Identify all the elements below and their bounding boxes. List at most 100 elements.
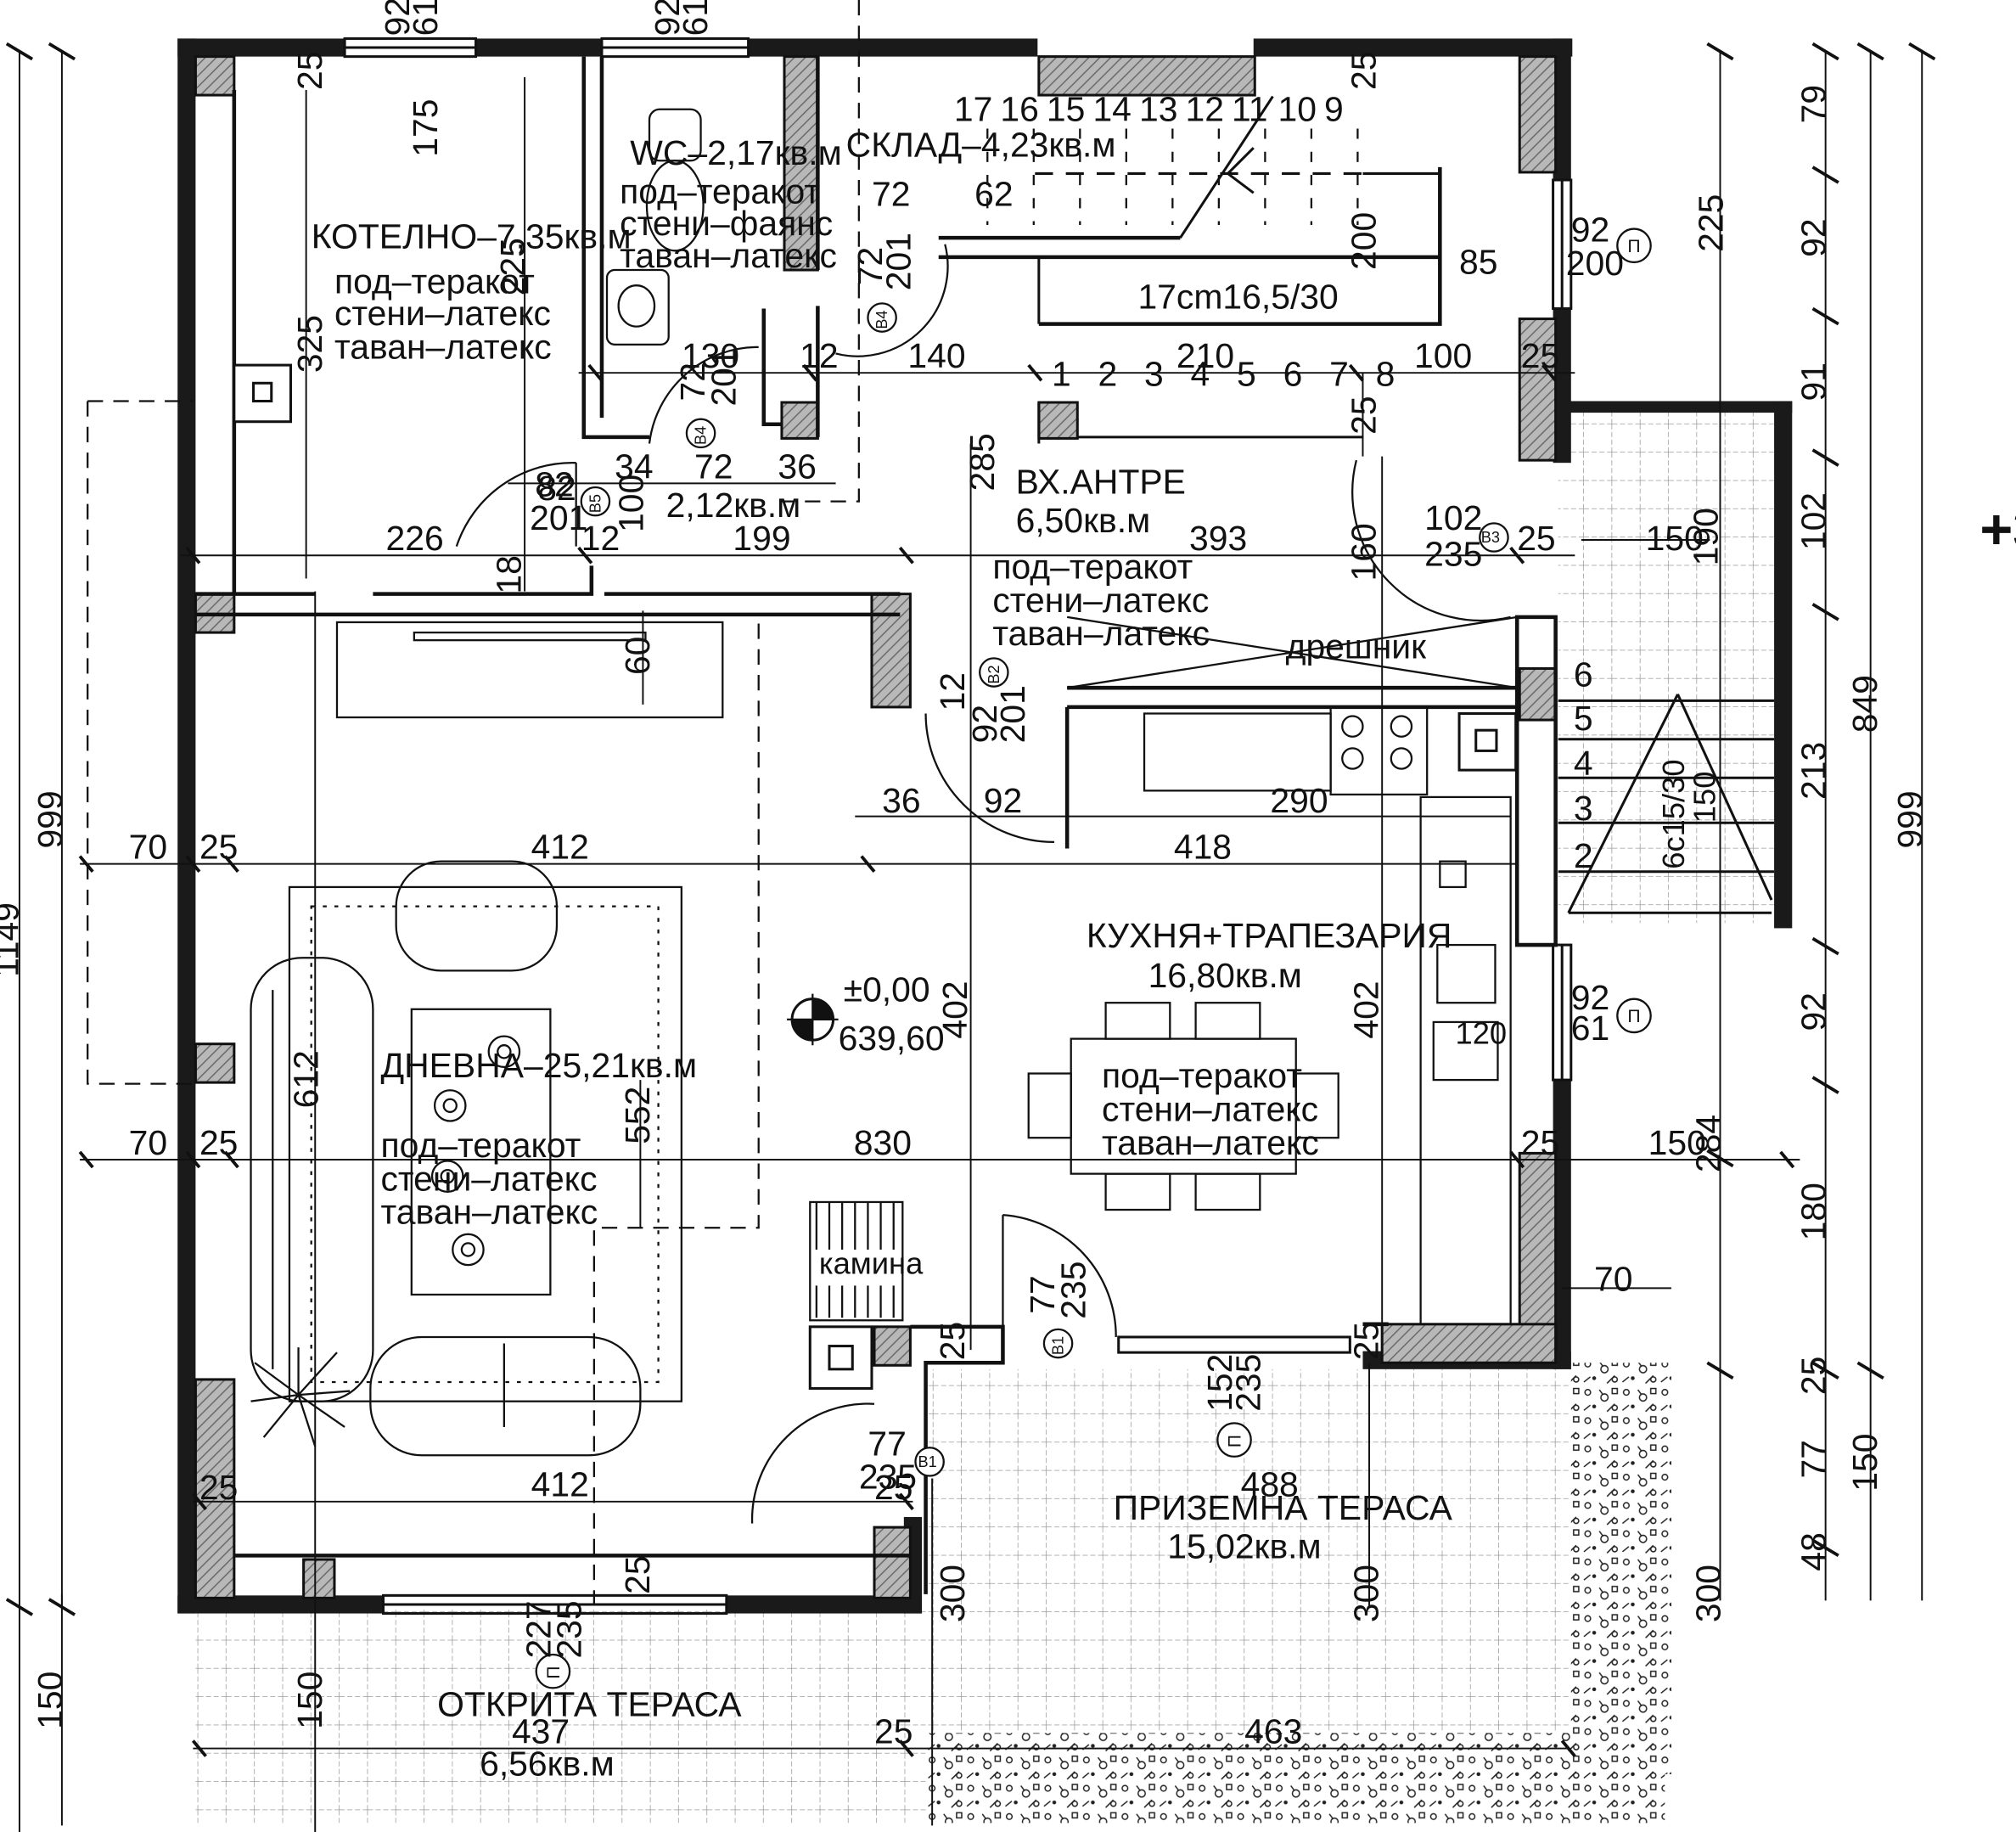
dim-12: 12 bbox=[933, 672, 972, 711]
dim-row-e: 412 bbox=[531, 828, 589, 867]
dim-row-a: 12 bbox=[800, 336, 838, 375]
finish-walls: стени–латекс bbox=[992, 581, 1209, 620]
finish-floor: под–теракот bbox=[380, 1126, 581, 1165]
dim-150: 150 bbox=[290, 1672, 329, 1729]
dim-200: 200 bbox=[1345, 212, 1384, 270]
door-width: 72 bbox=[673, 362, 712, 401]
dim-row-f: 150 bbox=[1648, 1123, 1706, 1162]
marker-b4: В4 bbox=[867, 302, 897, 333]
entry-terrace-floor bbox=[1558, 408, 1783, 924]
dim-row-d: 92 bbox=[984, 781, 1022, 820]
door-width: 227 bbox=[519, 1600, 558, 1658]
door-height: 235 bbox=[550, 1600, 589, 1658]
dim-row-h: 437 bbox=[512, 1712, 570, 1751]
svg-text:П: П bbox=[1627, 237, 1640, 256]
dim-25: 25 bbox=[618, 1555, 657, 1593]
room-name-ground-terrace: ПРИЗЕМНА ТЕРАСА bbox=[1114, 1488, 1453, 1527]
dim-300: 300 bbox=[933, 1565, 972, 1622]
room-name-dreshnik: дрешник bbox=[1286, 627, 1428, 666]
finish-floor: под–теракот bbox=[1102, 1056, 1302, 1095]
door-height: 235 bbox=[859, 1458, 917, 1497]
stair-number: 5 bbox=[1237, 354, 1256, 393]
door-width: 72 bbox=[851, 247, 890, 285]
room-area-kitchen: 16,80кв.м bbox=[1148, 956, 1302, 995]
room-name-sklad: СКЛАД–4,23кв.м bbox=[846, 126, 1116, 165]
window-width: 92 bbox=[648, 0, 687, 36]
door-width: 82 bbox=[535, 465, 573, 504]
room-name-open-terrace: ОТКРИТА ТЕРАСА bbox=[437, 1685, 742, 1724]
dim-row-c: 12 bbox=[581, 519, 620, 558]
dimension-ticks bbox=[5, 42, 1936, 1757]
stair-number: 15 bbox=[1047, 89, 1085, 128]
dim-612: 612 bbox=[286, 1050, 325, 1108]
dimension-texts: 1149 999 150 150 999 849 150 79 92 91 10… bbox=[0, 52, 1929, 1751]
room-area-antre: 6,50кв.м bbox=[1016, 501, 1151, 540]
dim-62: 62 bbox=[974, 174, 1013, 213]
door-height: 201 bbox=[993, 685, 1032, 743]
dim-300: 300 bbox=[1347, 1565, 1386, 1622]
room-area-ground-terrace: 15,02кв.м bbox=[1167, 1526, 1321, 1565]
dim-row-g: 488 bbox=[1241, 1465, 1299, 1504]
edge-mark: +3 bbox=[1979, 499, 2016, 562]
marker-b2: В2 bbox=[979, 657, 1009, 688]
dim-row-f: 25 bbox=[1521, 1123, 1559, 1162]
dim-row-c: 226 bbox=[386, 519, 444, 558]
marker-b1: В1 bbox=[914, 1447, 945, 1477]
dim-402: 402 bbox=[1347, 981, 1386, 1038]
dim-325: 325 bbox=[290, 315, 329, 373]
dim-row-a: 140 bbox=[907, 336, 965, 375]
marker-b4: В4 bbox=[685, 418, 716, 449]
door-markers: В4 В4 В5 В3 В2 В1 В1 П П П П bbox=[535, 228, 1652, 1689]
stair-number: 17 bbox=[954, 89, 992, 128]
dim-row-d: 290 bbox=[1270, 781, 1328, 820]
marker-b5: В5 bbox=[580, 486, 611, 517]
open-terrace-floor bbox=[195, 1610, 936, 1824]
stair-number: 2 bbox=[1098, 354, 1118, 393]
outside-stair-side: 150 bbox=[1687, 772, 1721, 823]
svg-text:П: П bbox=[1226, 1435, 1245, 1447]
stair-number: 12 bbox=[1185, 89, 1223, 128]
dim-row-a: 130 bbox=[682, 336, 739, 375]
svg-text:В1: В1 bbox=[918, 1453, 936, 1470]
stair-number: 10 bbox=[1278, 89, 1317, 128]
ground-terrace-floor bbox=[925, 1368, 1595, 1756]
dim-row-c: 393 bbox=[1189, 519, 1247, 558]
door-width: 77 bbox=[1023, 1275, 1062, 1313]
stair-label: 17cm16,5/30 bbox=[1137, 277, 1338, 316]
door-height: 235 bbox=[1228, 1354, 1267, 1412]
window-height: 61 bbox=[1571, 1009, 1609, 1048]
dim-552: 552 bbox=[618, 1087, 657, 1144]
dim-row-c: 150 bbox=[1646, 519, 1704, 558]
dim-25: 25 bbox=[933, 1322, 972, 1360]
wall-fills bbox=[194, 55, 1558, 1599]
finish-walls: стени–латекс bbox=[1102, 1090, 1318, 1129]
door-height: 201 bbox=[704, 348, 743, 406]
dim-25: 25 bbox=[290, 52, 329, 90]
finish-walls: стени–латекс bbox=[334, 294, 551, 333]
dim-70: 70 bbox=[1594, 1259, 1632, 1298]
dim-402: 402 bbox=[935, 981, 974, 1038]
dim-row-b: 82 bbox=[537, 469, 576, 508]
door-width: 152 bbox=[1200, 1354, 1239, 1412]
ducts bbox=[233, 363, 1518, 1391]
finish-floor: под–теракот bbox=[334, 261, 535, 301]
dim-chain: 25 bbox=[1794, 1357, 1833, 1395]
svg-text:В5: В5 bbox=[587, 494, 604, 513]
outside-step-number: 4 bbox=[1574, 744, 1593, 783]
window-width: 92 bbox=[1571, 211, 1609, 250]
outside-step-number: 3 bbox=[1574, 789, 1593, 828]
dim-284: 284 bbox=[1688, 1115, 1727, 1172]
dim-row-g: 412 bbox=[531, 1465, 589, 1504]
svg-text:В3: В3 bbox=[1481, 529, 1500, 546]
room-area-open-terrace: 6,56кв.м bbox=[480, 1744, 615, 1783]
svg-text:В2: В2 bbox=[986, 665, 1002, 683]
dim-row-f: 830 bbox=[854, 1123, 912, 1162]
finish-ceiling: таван–латекс bbox=[334, 328, 552, 367]
stair-number: 9 bbox=[1324, 89, 1344, 128]
marker-p: П bbox=[1616, 228, 1652, 264]
dim-85: 85 bbox=[1459, 243, 1497, 282]
stair-dashes bbox=[986, 128, 1359, 226]
room-name-wc: WC–2,17кв.м bbox=[630, 133, 841, 172]
stair-number: 14 bbox=[1092, 89, 1131, 128]
